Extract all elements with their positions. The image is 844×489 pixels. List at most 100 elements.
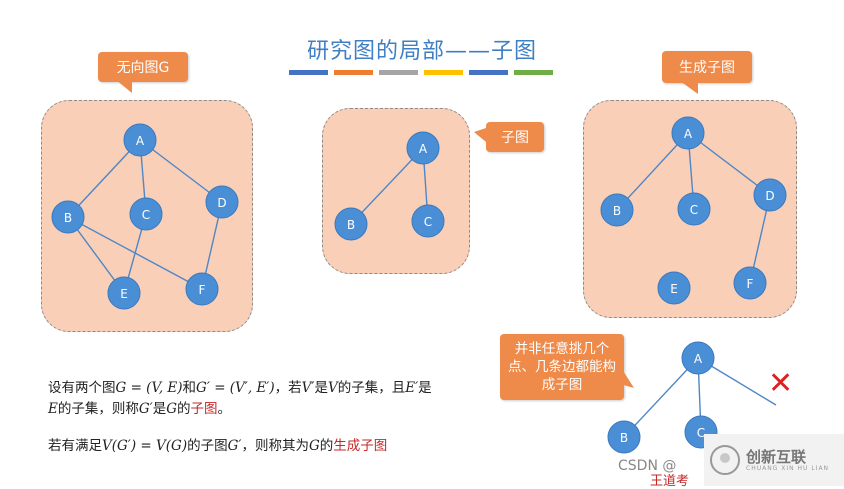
- node-label: C: [690, 203, 698, 217]
- node-label: C: [142, 208, 150, 222]
- graph-panel-sub: [322, 108, 470, 274]
- node-A: A: [671, 116, 705, 150]
- node-label: A: [694, 352, 703, 366]
- node-label: B: [620, 431, 628, 445]
- node-label: E: [120, 287, 128, 301]
- node-E: E: [107, 276, 141, 310]
- invalid-cross-icon: ✕: [768, 366, 794, 401]
- callout-spanning-label: 生成子图: [679, 60, 735, 76]
- text-segment: 和: [182, 380, 197, 396]
- color-bar: [379, 70, 418, 75]
- color-bar: [469, 70, 508, 75]
- definition-line-2: E的子集，则称G′是G的子图。: [48, 397, 231, 417]
- term-spanning-subgraph: 生成子图: [333, 438, 388, 454]
- callout-not-arbitrary-pointer: [620, 366, 634, 388]
- callout-subgraph: 子图: [486, 122, 544, 152]
- edge-A-B: [616, 132, 689, 211]
- term-subgraph: 子图: [190, 401, 218, 417]
- text-segment: G: [166, 401, 178, 417]
- node-label: F: [747, 277, 754, 291]
- text-segment: 若有满足: [48, 438, 102, 454]
- definition-line-3: 若有满足V(G′) = V(G)的子图G′，则称其为G的生成子图: [48, 434, 387, 454]
- logo-main-text: 创新互联: [746, 447, 807, 466]
- text-segment: 的子集，则称: [57, 401, 139, 417]
- callout-subgraph-pointer: [474, 128, 486, 142]
- edge-A-B: [350, 147, 424, 225]
- node-label: D: [217, 196, 226, 210]
- color-bar: [514, 70, 553, 75]
- node-label: A: [684, 127, 693, 141]
- text-segment: ，若: [274, 380, 302, 396]
- text-segment: 的子图: [187, 438, 228, 454]
- edge-A-B: [623, 357, 699, 438]
- text-segment: 是: [418, 380, 432, 396]
- node-B: B: [51, 200, 85, 234]
- text-segment: 设有两个图: [48, 380, 116, 396]
- text-segment: G′: [138, 401, 153, 417]
- node-label: E: [670, 282, 678, 296]
- node-label: B: [64, 211, 72, 225]
- node-A: A: [123, 123, 157, 157]
- text-segment: 的: [177, 401, 191, 417]
- callout-not-arbitrary: 并非任意挑几个点、几条边都能构成子图: [500, 334, 624, 400]
- node-C: C: [411, 204, 445, 238]
- node-C: C: [129, 197, 163, 231]
- text-segment: ，则称其为: [241, 438, 309, 454]
- node-B: B: [607, 420, 641, 454]
- logo-sub-text: CHUANG XIN HU LIAN: [746, 464, 830, 472]
- node-label: C: [424, 215, 432, 229]
- callout-not-arbitrary-label: 并非任意挑几个点、几条边都能构成子图: [508, 341, 616, 393]
- edge-A-B: [67, 139, 141, 218]
- callout-undirected-label: 无向图G: [116, 60, 170, 76]
- text-segment: G′: [227, 438, 242, 454]
- node-label: F: [199, 283, 206, 297]
- text-segment: V′: [301, 380, 315, 396]
- logo-text-block: 创新互联 CHUANG XIN HU LIAN: [746, 449, 829, 472]
- node-C: C: [677, 192, 711, 226]
- node-label: C: [697, 426, 705, 440]
- node-label: B: [347, 218, 355, 232]
- node-D: D: [753, 178, 787, 212]
- text-segment: 是: [314, 380, 328, 396]
- text-segment: E: [48, 401, 58, 417]
- color-bar: [334, 70, 373, 75]
- node-F: F: [185, 272, 219, 306]
- text-segment: 的子集，且: [337, 380, 406, 396]
- title-color-bars: [289, 70, 553, 75]
- color-bar: [424, 70, 463, 75]
- brand-logo: 创新互联 CHUANG XIN HU LIAN: [704, 434, 844, 486]
- text-segment: V(G′) = V(G): [102, 438, 188, 454]
- text-segment: G = (V, E): [115, 380, 183, 396]
- node-B: B: [600, 193, 634, 227]
- callout-spanning-subgraph: 生成子图: [662, 51, 752, 83]
- node-A: A: [406, 131, 440, 165]
- node-label: D: [765, 189, 774, 203]
- callout-undirected-graph: 无向图G: [98, 52, 188, 82]
- text-segment: V: [327, 380, 338, 396]
- slide-title: 研究图的局部——子图: [306, 39, 537, 64]
- node-D: D: [205, 185, 239, 219]
- edge-A-D: [139, 139, 223, 203]
- partial-caption: 王道考: [650, 474, 690, 489]
- node-label: B: [613, 204, 621, 218]
- logo-icon: [710, 445, 740, 475]
- edge-A-D: [687, 132, 771, 196]
- text-segment: E′: [405, 380, 419, 396]
- csdn-watermark: CSDN @: [618, 458, 677, 474]
- node-B: B: [334, 207, 368, 241]
- text-segment: 的: [319, 438, 334, 454]
- callout-undirected-pointer: [116, 80, 132, 93]
- node-label: A: [419, 142, 428, 156]
- text-segment: G: [308, 438, 320, 454]
- node-A: A: [681, 341, 715, 375]
- node-E: E: [657, 271, 691, 305]
- node-F: F: [733, 266, 767, 300]
- callout-subgraph-label: 子图: [501, 130, 529, 146]
- callout-spanning-pointer: [680, 81, 698, 94]
- text-segment: 是: [152, 401, 167, 417]
- definition-line-1: 设有两个图G = (V, E)和G′ = (V′, E′)，若V′是V的子集，且…: [48, 376, 432, 396]
- node-label: A: [136, 134, 145, 148]
